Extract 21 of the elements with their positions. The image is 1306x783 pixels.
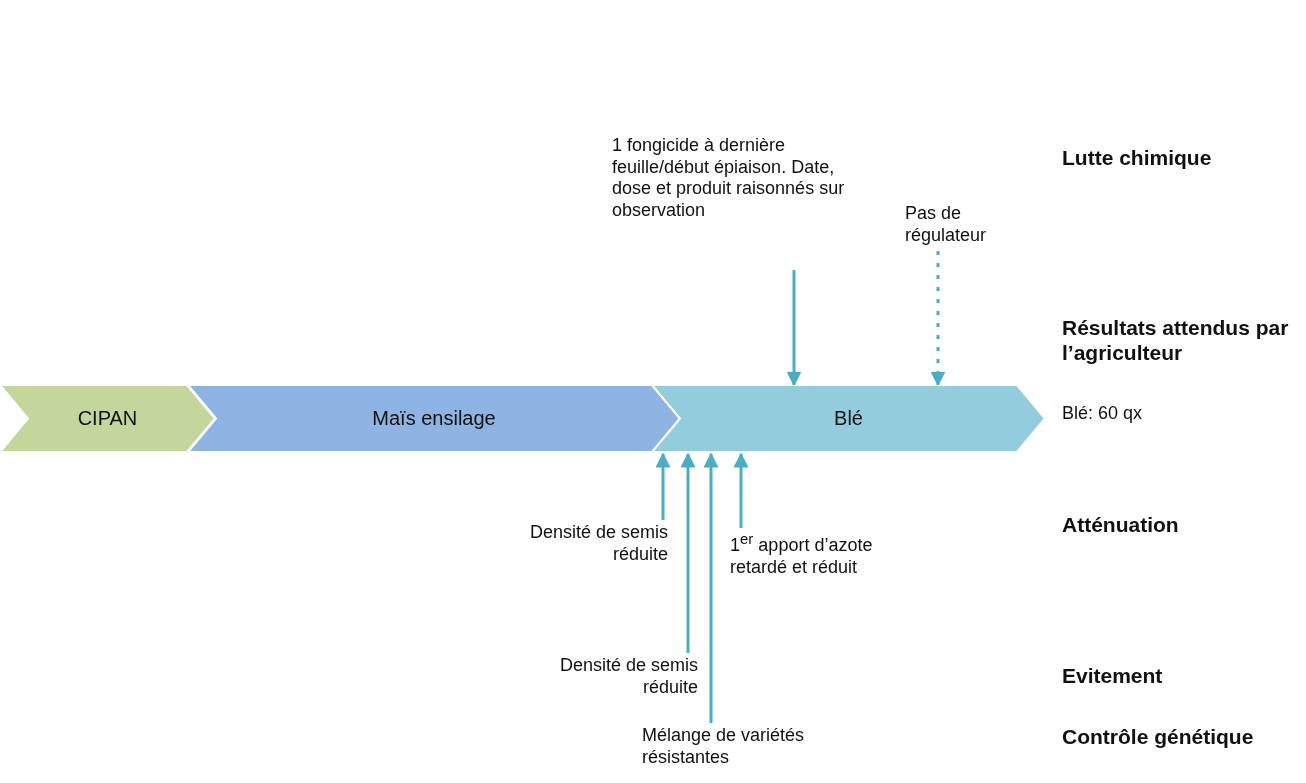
annotation-text: Pas de régulateur (905, 203, 987, 245)
arrow (703, 452, 719, 723)
category-heading: Atténuation (1062, 512, 1180, 538)
annotation-text: Densité de semis réduite (559, 655, 698, 697)
category-heading: Lutte chimique (1062, 145, 1213, 171)
stage-label: Maïs ensilage (372, 407, 496, 430)
stage-label: CIPAN (77, 407, 138, 430)
arrow (786, 270, 802, 387)
stage-label: Blé (834, 407, 863, 430)
category-heading: Evitement (1062, 663, 1164, 689)
category-heading: Contrôle génétique (1062, 724, 1255, 750)
result-text: Blé: 60 qx (1062, 403, 1144, 425)
annotation-text: 1$^{er}$ apport d’azote retardé et réduit (730, 535, 873, 577)
annotation-text: 1 fongicide à dernière feuille/début épiaison. Date, dose et produit raisonnés sur observation (612, 135, 845, 220)
annotation-text: Densité de semis réduite (529, 522, 668, 564)
arrow (680, 452, 696, 653)
arrow (655, 452, 671, 520)
arrow (930, 251, 946, 387)
arrow (733, 452, 749, 528)
category-heading: Résultats attendus par l’agriculteur (1062, 315, 1290, 366)
annotation-text: Mélange de variétés résistantes (642, 725, 805, 767)
